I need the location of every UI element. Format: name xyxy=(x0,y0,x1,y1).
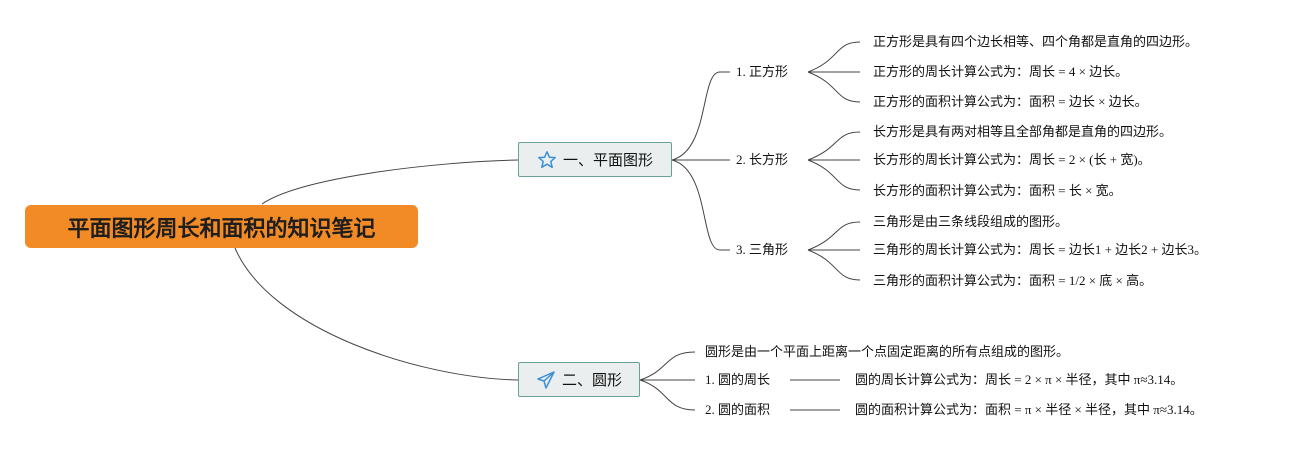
connector-root-branch-2 xyxy=(234,247,519,381)
leaf-triangle-perimeter[interactable]: 三角形的周长计算公式为：周长 = 边长1 + 边长2 + 边长3。 xyxy=(873,242,1207,257)
leaf-circle-circumference-formula[interactable]: 圆的周长计算公式为：周长 = 2 × π × 半径，其中 π≈3.14。 xyxy=(855,372,1184,387)
leaf-square-perimeter[interactable]: 正方形的周长计算公式为：周长 = 4 × 边长。 xyxy=(873,64,1129,79)
connector-b2-intro xyxy=(639,351,696,381)
leaf-rectangle-definition[interactable]: 长方形是具有两对相等且全部角都是直角的四边形。 xyxy=(873,124,1173,139)
connector-tri-leaf-1 xyxy=(807,221,861,251)
connector-b1-tri xyxy=(671,159,730,251)
connector-square-leaf-3 xyxy=(807,71,861,103)
subtopic-triangle[interactable]: 3. 三角形 xyxy=(736,242,789,257)
leaf-square-definition[interactable]: 正方形是具有四个边长相等、四个角都是直角的四边形。 xyxy=(873,34,1199,49)
root-topic[interactable]: 平面图形周长和面积的知识笔记 xyxy=(25,205,418,248)
leaf-triangle-area[interactable]: 三角形的面积计算公式为：面积 = 1/2 × 底 × 高。 xyxy=(873,273,1153,288)
connector-square-leaf-1 xyxy=(807,41,861,73)
paper-plane-icon xyxy=(536,370,556,390)
root-title: 平面图形周长和面积的知识笔记 xyxy=(67,216,376,242)
branch-plane-figures[interactable]: 一、平面图形 xyxy=(518,142,672,177)
leaf-square-area[interactable]: 正方形的面积计算公式为：面积 = 边长 × 边长。 xyxy=(873,94,1148,109)
leaf-circle-definition[interactable]: 圆形是由一个平面上距离一个点固定距离的所有点组成的图形。 xyxy=(705,344,1070,359)
leaf-rectangle-area[interactable]: 长方形的面积计算公式为：面积 = 长 × 宽。 xyxy=(873,183,1122,198)
connector-root-branch-1 xyxy=(261,159,519,205)
subtopic-square[interactable]: 1. 正方形 xyxy=(736,64,789,79)
star-icon xyxy=(537,150,557,170)
subtopic-rectangle[interactable]: 2. 长方形 xyxy=(736,152,789,167)
subtopic-circle-area[interactable]: 2. 圆的面积 xyxy=(705,402,771,417)
connector-rect-leaf-3 xyxy=(807,159,861,191)
branch-title: 一、平面图形 xyxy=(562,151,653,169)
branch-title: 二、圆形 xyxy=(561,371,622,389)
connector-b1-square xyxy=(671,71,730,161)
branch-circle[interactable]: 二、圆形 xyxy=(518,362,640,397)
connector-tri-leaf-3 xyxy=(807,249,861,281)
leaf-triangle-definition[interactable]: 三角形是由三条线段组成的图形。 xyxy=(873,214,1069,229)
leaf-rectangle-perimeter[interactable]: 长方形的周长计算公式为：周长 = 2 × (长 + 宽)。 xyxy=(873,152,1151,167)
connector-b2-area xyxy=(639,379,696,411)
leaf-circle-area-formula[interactable]: 圆的面积计算公式为：面积 = π × 半径 × 半径，其中 π≈3.14。 xyxy=(855,402,1203,417)
connector-rect-leaf-1 xyxy=(807,131,861,161)
subtopic-circle-circumference[interactable]: 1. 圆的周长 xyxy=(705,372,771,387)
